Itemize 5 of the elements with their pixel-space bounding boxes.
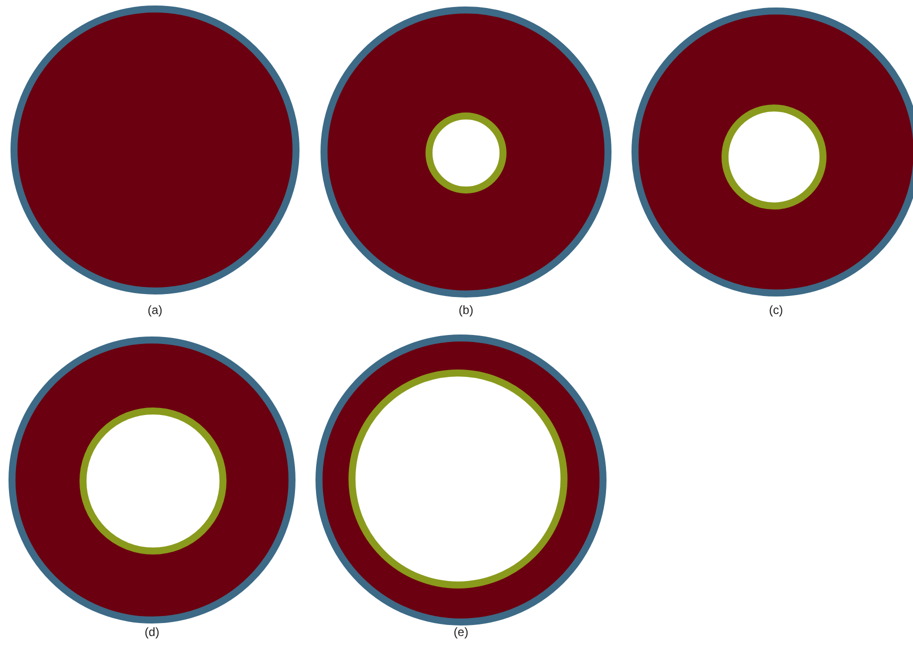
figure-label: (c) bbox=[769, 303, 783, 317]
figure-label: (a) bbox=[148, 303, 162, 317]
figure-label: (b) bbox=[458, 303, 474, 317]
figure-label: (d) bbox=[144, 625, 160, 639]
figure-label: (e) bbox=[454, 625, 468, 639]
